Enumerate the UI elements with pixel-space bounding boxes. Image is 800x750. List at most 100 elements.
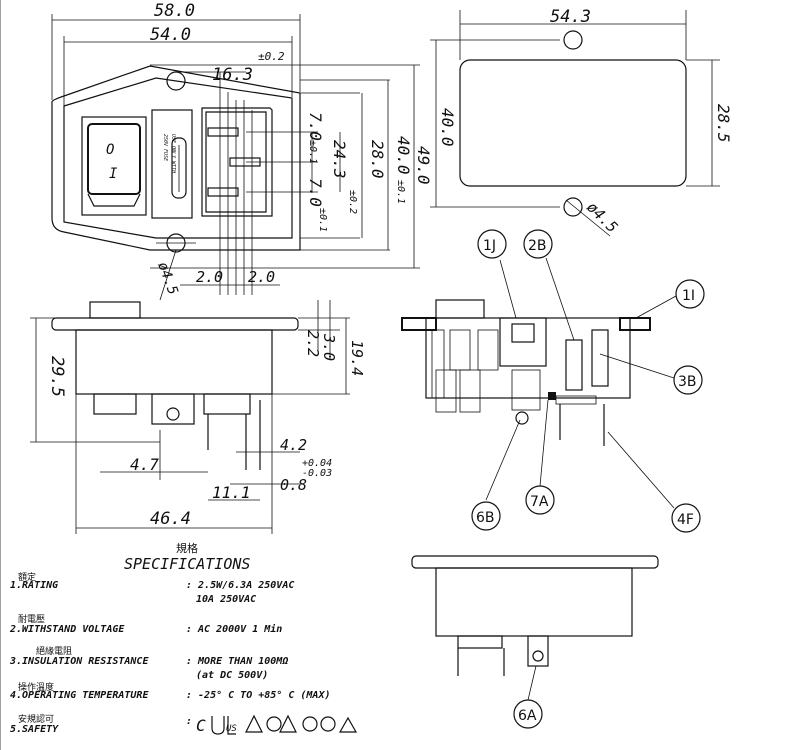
spec-4-label: 4.OPERATING TEMPERATURE: [10, 690, 149, 701]
dim-7-bottom: 7.0: [306, 178, 325, 207]
dim-depth: 19.4: [348, 340, 366, 376]
rocker-switch: [87, 123, 141, 195]
fuse-icon: [171, 137, 187, 199]
switch-housing: [81, 116, 147, 216]
spec-3-value: : MORE THAN 100MΩ: [186, 656, 289, 667]
dim-cutout-inner: 28.5: [714, 104, 733, 143]
side-body: [75, 329, 273, 395]
approval-marks-icon: [245, 714, 358, 733]
iec-inlet: [201, 107, 273, 217]
leader-3B: [599, 353, 675, 379]
dim-4-2-tol-plus: +0.04: [302, 458, 332, 469]
callout-6B: 6B: [471, 501, 501, 531]
spec-5-label: 5.SAFETY: [10, 724, 59, 735]
spec-4-cn: 操作溫度: [18, 683, 55, 693]
dim-4-7: 4.7: [130, 455, 159, 474]
spec-1-value2: 10A 250VAC: [196, 594, 257, 605]
dim-24-3: 24.3: [330, 140, 349, 179]
pin-top: [207, 127, 239, 137]
callout-4F: 4F: [671, 503, 701, 533]
leader-6B: [485, 419, 521, 501]
dim-4-2: 4.2: [280, 436, 307, 454]
leader-7A: [539, 399, 549, 487]
spec-5-value: :: [186, 716, 193, 727]
dim-pin-right: 2.0: [248, 268, 275, 286]
leader-4F: [607, 431, 675, 509]
front-body: [63, 77, 293, 239]
dim-24-3-tol: ±0.2: [347, 190, 358, 214]
dim-inner-width: 54.0: [150, 25, 191, 45]
cutout-rect: [459, 59, 687, 187]
panel-cutout-view: [430, 10, 720, 237]
callout-1J: 1J: [477, 229, 507, 259]
spec-1-cn: 額定: [18, 573, 37, 583]
dim-pin-left: 2.0: [196, 268, 223, 286]
dim-46-4: 46.4: [150, 509, 191, 529]
spec-1-value: : 2.5W/6.3A 250VAC: [186, 580, 295, 591]
leader-6A: [527, 665, 537, 701]
front-view: [51, 14, 420, 301]
svg-text:3B: 3B: [678, 374, 697, 390]
dim-40-tol: ±0.1: [395, 180, 406, 204]
fuse-label-1: USE ONLY WITH: [170, 134, 176, 174]
dim-overall-width: 58.0: [154, 1, 195, 21]
bottom-body: [435, 567, 633, 637]
callout-7A: 7A: [525, 485, 555, 515]
ul-recognized-icon: [211, 716, 236, 735]
fuse-label-2: 250V FUSE: [162, 134, 168, 161]
dim-11-1: 11.1: [212, 483, 251, 502]
svg-text:6A: 6A: [518, 708, 537, 724]
svg-text:7A: 7A: [530, 494, 549, 510]
switch-off-mark: I: [109, 166, 118, 182]
dim-3-0: 3.0: [320, 333, 338, 361]
dim-49: 49.0: [414, 146, 433, 185]
section-flange-right: [619, 317, 651, 331]
leader-1I: [635, 295, 677, 319]
svg-text:2B: 2B: [528, 238, 547, 254]
spec-5-cn: 安規認可: [18, 715, 55, 725]
spec-4-value: : -25° C TO +85° C (MAX): [186, 690, 331, 701]
svg-text:1J: 1J: [483, 238, 496, 254]
dim-7-top-tol: ±0.1: [307, 140, 318, 164]
spec-title: SPECIFICATIONS: [124, 555, 251, 573]
svg-text:6B: 6B: [476, 510, 495, 526]
svg-text:4F: 4F: [677, 512, 694, 528]
spec-3-label: 3.INSULATION RESISTANCE: [10, 656, 149, 667]
dim-7-bottom-tol: ±0.1: [317, 208, 328, 232]
dim-2-2: 2.2: [304, 330, 322, 357]
side-flange: [51, 317, 299, 331]
section-view: [401, 257, 677, 509]
pin-bottom: [207, 187, 239, 197]
bottom-flange: [411, 555, 659, 569]
dim-cutout-width: 54.3: [550, 7, 591, 27]
callout-1I: 1I: [675, 279, 705, 309]
dim-tolerance-top: ±0.2: [258, 50, 285, 63]
leader-1J: [499, 259, 517, 319]
side-view: [30, 300, 350, 534]
cutout-hole-bottom: [563, 197, 583, 217]
dim-0-8: 0.8: [280, 476, 307, 494]
spec-3-cn: 絕緣電阻: [36, 647, 73, 657]
dim-cutout-height: 40.0: [438, 108, 457, 147]
svg-text:1I: 1I: [682, 288, 695, 304]
cutout-hole-top: [563, 30, 583, 50]
fuse-holder: [151, 109, 193, 219]
cul-mark-c: C: [196, 716, 206, 735]
spec-2-value: : AC 2000V 1 Min: [186, 624, 283, 635]
bottom-view: [411, 555, 659, 701]
dim-hole-front: ø4.5: [154, 260, 181, 297]
dim-28: 28.0: [368, 140, 387, 179]
cul-mark-us: US: [226, 724, 237, 734]
dim-outlet-offset: 16.3: [212, 65, 253, 85]
spec-title-cn: 規格: [176, 542, 198, 555]
dim-cutout-hole: ø4.5: [583, 198, 621, 236]
dim-40: 40.0: [394, 136, 413, 175]
dim-7-top: 7.0: [306, 112, 325, 141]
safety-marks: C US: [196, 712, 358, 738]
dim-4-2-tol-minus: -0.03: [302, 468, 332, 479]
spec-2-cn: 耐電壓: [18, 615, 46, 625]
spec-3-value2: (at DC 500V): [196, 670, 269, 681]
callout-2B: 2B: [523, 229, 553, 259]
leader-2B: [545, 257, 575, 341]
